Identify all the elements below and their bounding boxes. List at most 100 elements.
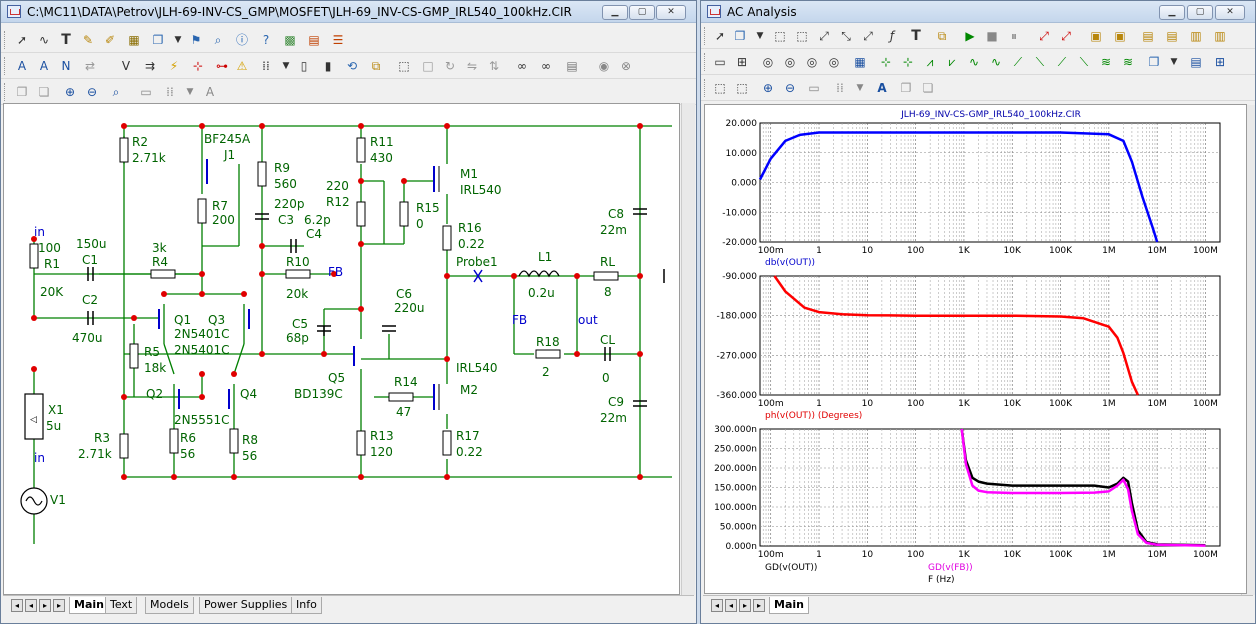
rotate-icon[interactable]: ↻ [444, 59, 456, 73]
analysis-paste-icon[interactable]: ❐ [1148, 55, 1160, 69]
analysis-copy-icon[interactable]: ❐ [734, 29, 746, 43]
box-icon[interactable]: □ [422, 59, 434, 73]
component-icon[interactable]: ▦ [128, 33, 140, 47]
wave-2-icon[interactable]: ⊹ [902, 55, 914, 69]
analysis-paste-dropdown-icon[interactable]: ▼ [1170, 56, 1178, 67]
wave-4-icon[interactable]: ⩗ [948, 55, 956, 69]
analysis-tab-prev-icon[interactable]: ◂ [725, 599, 737, 612]
doc2-icon[interactable]: ▤ [1166, 29, 1178, 43]
node-numbers-icon[interactable]: N [61, 59, 71, 73]
toolbar-grip[interactable] [704, 79, 708, 97]
text-icon[interactable]: T [61, 32, 71, 48]
analysis-maximize-button[interactable]: ▢ [1187, 5, 1213, 20]
wave-8-icon[interactable]: ⟍ [1035, 55, 1045, 69]
analysis-grid-icon[interactable]: ▦ [854, 55, 866, 69]
tag-icon[interactable]: ⤢ [819, 29, 829, 43]
analysis-disabled-paste-icon[interactable]: ❏ [922, 81, 934, 95]
tab-last-icon[interactable]: ▸ [53, 599, 65, 612]
window-grid-icon[interactable]: ⊞ [736, 55, 748, 69]
schematic-vertical-scrollbar[interactable] [681, 103, 695, 595]
layout-icon[interactable]: ⁞⁞ [166, 85, 174, 99]
toolbar-grip[interactable] [704, 53, 708, 71]
wave-6-icon[interactable]: ∿ [990, 55, 1002, 69]
maximize-button[interactable]: ▢ [629, 5, 655, 20]
pencil-icon[interactable]: ✎ [82, 33, 94, 47]
pin-icon[interactable]: ⊹ [192, 59, 204, 73]
box1-icon[interactable]: ▣ [1090, 29, 1102, 43]
wave-12-icon[interactable]: ≋ [1122, 55, 1134, 69]
analysis-titlebar[interactable]: AC Analysis ▁ ▢ ✕ [701, 1, 1255, 23]
current-icon[interactable]: ⇉ [144, 59, 156, 73]
tab-models[interactable]: Models [145, 597, 194, 614]
tag2-icon[interactable]: ⤡ [841, 29, 851, 43]
zoom-tool-4-icon[interactable]: ◎ [828, 55, 840, 69]
schematic-titlebar[interactable]: C:\MC11\DATA\Petrov\JLH-69-INV-CS_GMP\MO… [1, 1, 696, 23]
print-icon[interactable]: ▭ [140, 85, 152, 99]
voltage-icon[interactable]: V [121, 59, 131, 73]
close-button[interactable]: ✕ [656, 5, 686, 20]
counter-icon[interactable]: ⊞ [1214, 55, 1226, 69]
binoculars2-icon[interactable]: ∞ [541, 59, 551, 73]
flag-icon[interactable]: ⚑ [190, 33, 202, 47]
wire-icon[interactable]: ∿ [38, 33, 50, 47]
help-icon[interactable]: ? [262, 33, 270, 47]
attribute-text2-icon[interactable]: A [39, 59, 49, 73]
wave-5-icon[interactable]: ∿ [968, 55, 980, 69]
warning-icon[interactable]: ⚠ [236, 59, 248, 73]
analysis-tab-first-icon[interactable]: ◂ [711, 599, 723, 612]
cursor-icon[interactable]: ⤢ [1039, 29, 1049, 43]
analysis-select-icon[interactable]: ➚ [714, 29, 726, 43]
tag3-icon[interactable]: ⤢ [863, 29, 873, 43]
region-icon[interactable]: ⬚ [398, 59, 410, 73]
analysis-print-icon[interactable]: ▭ [808, 81, 820, 95]
grid-dropdown-icon[interactable]: ▼ [282, 60, 290, 71]
wave-11-icon[interactable]: ≋ [1100, 55, 1112, 69]
disabled-paste-icon[interactable]: ❏ [38, 85, 50, 99]
mirror-icon[interactable]: ⇋ [466, 59, 478, 73]
node-icon[interactable]: ⊶ [216, 59, 228, 73]
doc3-icon[interactable]: ▥ [1190, 29, 1202, 43]
binoculars-icon[interactable]: ∞ [517, 59, 527, 73]
tab-info[interactable]: Info [291, 597, 322, 614]
refresh-icon[interactable]: ⟲ [346, 59, 358, 73]
stop-run-icon[interactable]: ■ [986, 29, 998, 43]
power-icon[interactable]: ⚡ [169, 59, 179, 73]
analysis-tab-main[interactable]: Main [769, 597, 809, 614]
wave-1-icon[interactable]: ⊹ [880, 55, 892, 69]
layout-dropdown-icon[interactable]: ▼ [186, 86, 194, 97]
wave-10-icon[interactable]: ⟍ [1079, 55, 1089, 69]
wave-7-icon[interactable]: ⟋ [1013, 55, 1023, 69]
tab-next-icon[interactable]: ▸ [39, 599, 51, 612]
grid-icon[interactable]: ▩ [284, 33, 296, 47]
info-icon[interactable]: ⓘ [235, 33, 248, 47]
dropdown-icon[interactable]: ▼ [174, 34, 182, 45]
page-icon[interactable]: ▯ [300, 59, 308, 73]
cursor2-icon[interactable]: ⤢ [1061, 29, 1071, 43]
zoom-tool-1-icon[interactable]: ◎ [762, 55, 774, 69]
attribute-text-icon[interactable]: A [17, 59, 27, 73]
analysis-font-icon[interactable]: A [877, 81, 887, 95]
window-icon[interactable]: ▭ [714, 55, 726, 69]
analysis-text-icon[interactable]: T [911, 28, 921, 44]
stop-icon[interactable]: ◉ [598, 59, 610, 73]
brush-icon[interactable]: ✐ [104, 33, 116, 47]
doc1-icon[interactable]: ▤ [1142, 29, 1154, 43]
wave-3-icon[interactable]: ⩘ [926, 55, 934, 69]
analysis-zoom-out-icon[interactable]: ⊖ [784, 81, 796, 95]
analysis-layout-dropdown-icon[interactable]: ▼ [856, 82, 864, 93]
box2-icon[interactable]: ▣ [1114, 29, 1126, 43]
analysis-disabled-copy-icon[interactable]: ❐ [900, 81, 912, 95]
disabled-icon[interactable]: ⇄ [84, 59, 96, 73]
copy-icon[interactable]: ❐ [152, 33, 164, 47]
flip-icon[interactable]: ⇅ [488, 59, 500, 73]
zoom-in-icon[interactable]: ⊕ [64, 85, 76, 99]
tab-first-icon[interactable]: ◂ [11, 599, 23, 612]
properties-icon[interactable]: ▤ [566, 59, 578, 73]
analysis-dropdown-icon[interactable]: ▼ [756, 30, 764, 41]
select-icon[interactable]: ➚ [16, 33, 28, 47]
analysis-close-button[interactable]: ✕ [1215, 5, 1245, 20]
toolbar-grip[interactable] [4, 83, 8, 101]
tab-text[interactable]: Text [105, 597, 138, 614]
run-icon[interactable]: ▶ [965, 29, 975, 43]
font-icon[interactable]: A [205, 85, 215, 99]
